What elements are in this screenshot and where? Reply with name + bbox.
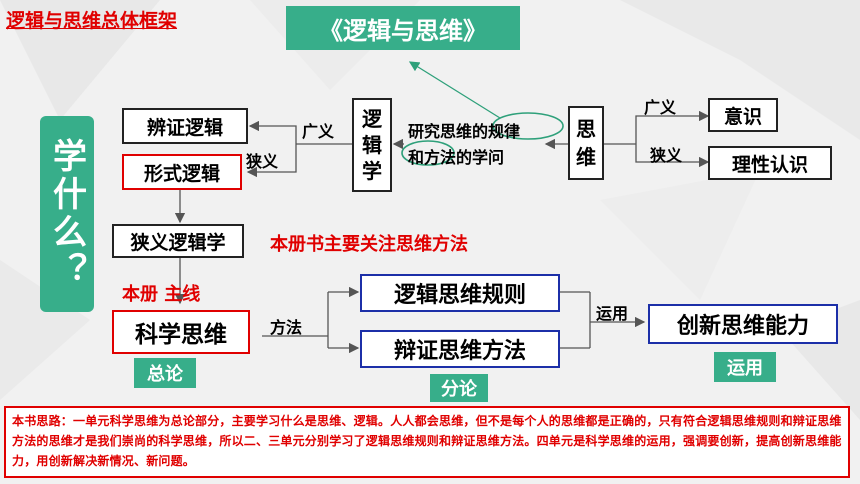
rational-cognition-box: 理性认识 — [708, 146, 832, 180]
definition-line-2: 和方法的学问 — [408, 148, 505, 167]
logic-rules-box: 逻辑思维规则 — [360, 274, 560, 312]
thinking-box: 思 维 — [568, 106, 604, 180]
formal-logic-box: 形式逻辑 — [122, 154, 242, 190]
innovation-box: 创新思维能力 — [648, 304, 838, 344]
broad-label-right: 广义 — [644, 98, 677, 117]
logic-char-1: 逻 — [362, 107, 382, 131]
narrow-logic-box: 狭义逻辑学 — [112, 224, 244, 258]
logic-char-3: 学 — [362, 159, 382, 183]
scientific-thinking-box: 科学思维 — [112, 310, 250, 354]
general-tag: 总论 — [134, 358, 196, 388]
dialectical-logic-box: 辨证逻辑 — [122, 108, 248, 144]
broad-label-left: 广义 — [302, 122, 335, 141]
focus-note: 本册书主要关注思维方法 — [270, 234, 468, 255]
framework-title: 逻辑与思维总体框架 — [6, 10, 178, 32]
definition-line-1: 研究思维的规律 — [408, 122, 521, 141]
logic-char-2: 辑 — [362, 133, 382, 157]
method-label: 方法 — [270, 318, 303, 337]
dialectical-methods-box: 辩证思维方法 — [360, 330, 560, 368]
apply-tag: 运用 — [714, 352, 776, 382]
what-to-learn-tag: 学什么？ — [40, 116, 94, 312]
thinking-char-2: 维 — [576, 145, 596, 169]
logic-box: 逻 辑 学 — [352, 98, 392, 192]
consciousness-box: 意识 — [708, 98, 778, 132]
what-to-learn-text: 学什么？ — [46, 138, 87, 290]
apply-label: 运用 — [596, 304, 629, 323]
book-title: 《逻辑与思维》 — [286, 6, 520, 50]
narrow-label-left: 狭义 — [246, 152, 279, 171]
thinking-char-1: 思 — [576, 117, 596, 141]
narrow-label-right: 狭义 — [650, 146, 683, 165]
mainline-note: 本册 主线 — [122, 284, 201, 305]
summary-text: 本书思路：一单元科学思维为总论部分，主要学习什么是思维、逻辑。人人都会思维，但不… — [12, 414, 842, 468]
sub-tag: 分论 — [430, 374, 488, 402]
summary-box: 本书思路：一单元科学思维为总论部分，主要学习什么是思维、逻辑。人人都会思维，但不… — [4, 406, 850, 478]
